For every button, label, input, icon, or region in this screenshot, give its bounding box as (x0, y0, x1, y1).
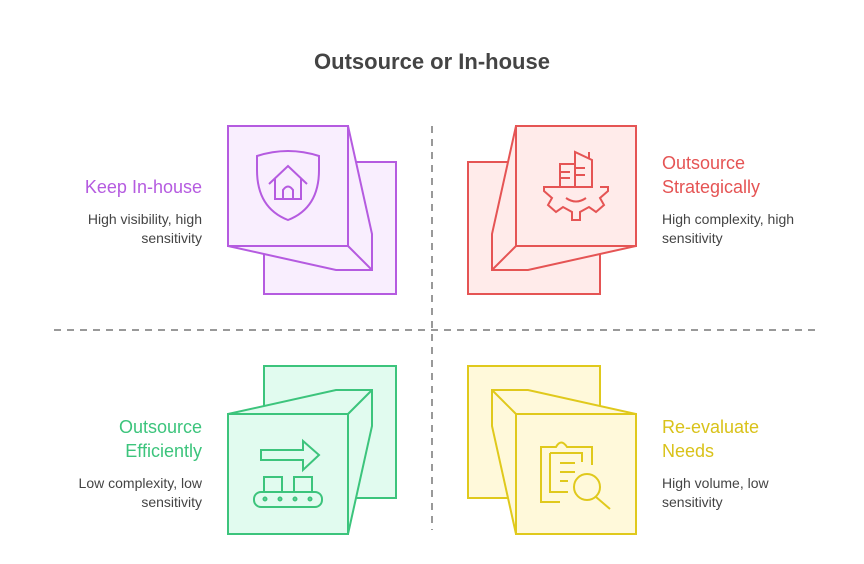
green-cube (227, 365, 397, 535)
quadrant-label-re-evaluate-needs: Re-evaluate Needs (662, 417, 760, 461)
clipboard-search-icon (540, 441, 611, 510)
gear-building-icon (543, 150, 609, 221)
red-cube (467, 125, 637, 295)
quadrant-desc-outsource-strategically: High complexity, high sensitivity (662, 211, 795, 246)
quadrant-label-outsource-efficiently: Outsource Efficiently (118, 417, 202, 461)
quadrant-label-keep-in-house: Keep In-house (84, 177, 202, 197)
quadrant-desc-outsource-efficiently: Low complexity, low sensitivity (78, 475, 202, 510)
quadrant-desc-keep-in-house: High visibility, high sensitivity (87, 211, 202, 246)
yellow-cube (467, 365, 637, 535)
diagram-title: Outsource or In-house (314, 49, 550, 74)
shield-home-icon (256, 150, 320, 222)
quadrant-label-outsource-strategically: Outsource Strategically (662, 153, 761, 197)
purple-cube (227, 125, 397, 295)
quadrant-desc-re-evaluate-needs: High volume, low sensitivity (662, 475, 769, 510)
conveyor-arrow-icon (253, 438, 323, 508)
